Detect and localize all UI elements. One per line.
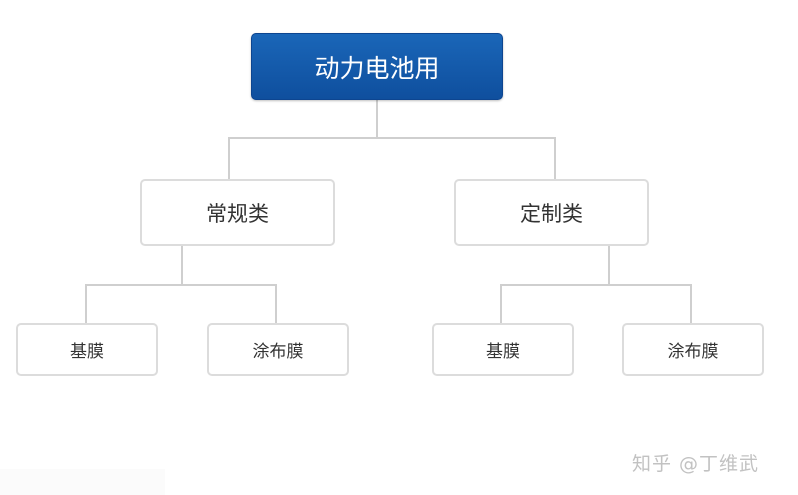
leaf-node-regular-base-film: 基膜 [16, 323, 158, 376]
connector-to-custom [554, 137, 556, 179]
connector-to-regular-coated [275, 284, 277, 323]
connector-to-regular [228, 137, 230, 179]
leaf-node-custom-base-film: 基膜 [432, 323, 574, 376]
root-label: 动力电池用 [314, 53, 440, 83]
connector-to-custom-coated [690, 284, 692, 323]
leaf-node-custom-coated-film: 涂布膜 [622, 323, 764, 376]
category-label: 定制类 [520, 201, 583, 226]
connector-custom-horizontal [500, 284, 692, 286]
watermark: 知乎 @丁维武 [632, 453, 760, 475]
connector-custom-down [608, 246, 610, 285]
leaf-node-regular-coated-film: 涂布膜 [207, 323, 349, 376]
leaf-label: 涂布膜 [252, 342, 304, 362]
category-label: 常规类 [206, 201, 269, 226]
root-node: 动力电池用 [251, 33, 503, 100]
connector-root-down [376, 100, 378, 139]
category-node-custom: 定制类 [454, 179, 649, 246]
leaf-label: 基膜 [486, 342, 520, 362]
category-node-regular: 常规类 [140, 179, 335, 246]
leaf-label: 涂布膜 [667, 342, 719, 362]
connector-to-regular-base [85, 284, 87, 323]
connector-to-custom-base [500, 284, 502, 323]
connector-root-horizontal [228, 137, 556, 139]
connector-regular-down [181, 246, 183, 285]
background-shade [0, 469, 165, 495]
leaf-label: 基膜 [70, 342, 104, 362]
connector-regular-horizontal [85, 284, 277, 286]
